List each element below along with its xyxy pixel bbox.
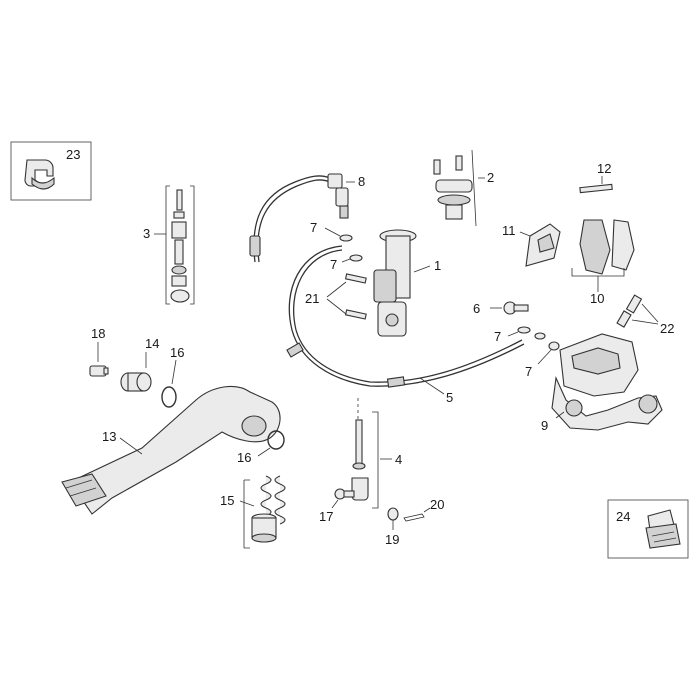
callout-6: 6 <box>473 301 480 316</box>
part-13-brake-pedal: 13 <box>61 385 281 515</box>
part-17-clevis-pin: 17 <box>319 488 355 524</box>
part-19-washer: 19 <box>385 507 399 547</box>
callout-22: 22 <box>660 321 674 336</box>
callout-8: 8 <box>358 174 365 189</box>
callout-18: 18 <box>91 326 105 341</box>
callout-16b: 16 <box>237 450 251 465</box>
callout-15: 15 <box>220 493 234 508</box>
callout-24: 24 <box>616 509 630 524</box>
callout-16a: 16 <box>170 345 184 360</box>
callout-19: 19 <box>385 532 399 547</box>
part-18-pivot-bolt: 18 <box>89 326 109 377</box>
part-24-kit-box: 24 <box>607 499 689 559</box>
part-21-bolts: 21 <box>305 273 367 320</box>
callout-10: 10 <box>590 291 604 306</box>
part-16-oring-lower: 16 <box>237 430 285 465</box>
callout-7a: 7 <box>310 220 317 235</box>
callout-2: 2 <box>487 170 494 185</box>
part-7-washers-right: 7 7 <box>494 326 560 379</box>
part-11-pad-spring: 11 <box>502 223 561 267</box>
callout-7d: 7 <box>525 364 532 379</box>
callout-4: 4 <box>395 452 402 467</box>
part-14-bushing: 14 <box>120 336 159 392</box>
part-23-clip-box: 23 <box>10 141 92 201</box>
callout-7b: 7 <box>330 257 337 272</box>
part-9-brake-caliper: 9 <box>541 333 663 433</box>
part-15-return-spring: 15 <box>220 475 286 549</box>
callout-1: 1 <box>434 258 441 273</box>
callout-21: 21 <box>305 291 319 306</box>
part-3-piston-kit: 3 <box>143 185 195 305</box>
part-22-bleed-valves: 22 <box>616 294 674 336</box>
part-7-washers-upper: 7 7 <box>310 220 363 272</box>
callout-17: 17 <box>319 509 333 524</box>
callout-9: 9 <box>541 418 548 433</box>
callout-23: 23 <box>66 147 80 162</box>
part-10-brake-pads: 10 <box>571 219 635 306</box>
part-20-cotter-pin: 20 <box>403 497 444 522</box>
callout-13: 13 <box>102 429 116 444</box>
part-6-banjo-bolt: 6 <box>473 301 529 316</box>
part-16-oring-upper: 16 <box>161 345 184 408</box>
callout-11: 11 <box>502 223 516 238</box>
callout-3: 3 <box>143 226 150 241</box>
part-2-reservoir-cap: 2 <box>433 149 494 227</box>
callout-14: 14 <box>145 336 159 351</box>
part-1-master-cylinder: 1 <box>373 229 441 337</box>
callout-7c: 7 <box>494 329 501 344</box>
part-8-brake-light-switch: 8 <box>249 173 365 263</box>
part-5-brake-hose: 5 <box>286 245 525 405</box>
callout-5: 5 <box>446 390 453 405</box>
callout-20: 20 <box>430 497 444 512</box>
part-12-pad-pin: 12 <box>579 161 613 194</box>
part-4-pushrod: 4 <box>351 398 402 509</box>
callout-12: 12 <box>597 161 611 176</box>
